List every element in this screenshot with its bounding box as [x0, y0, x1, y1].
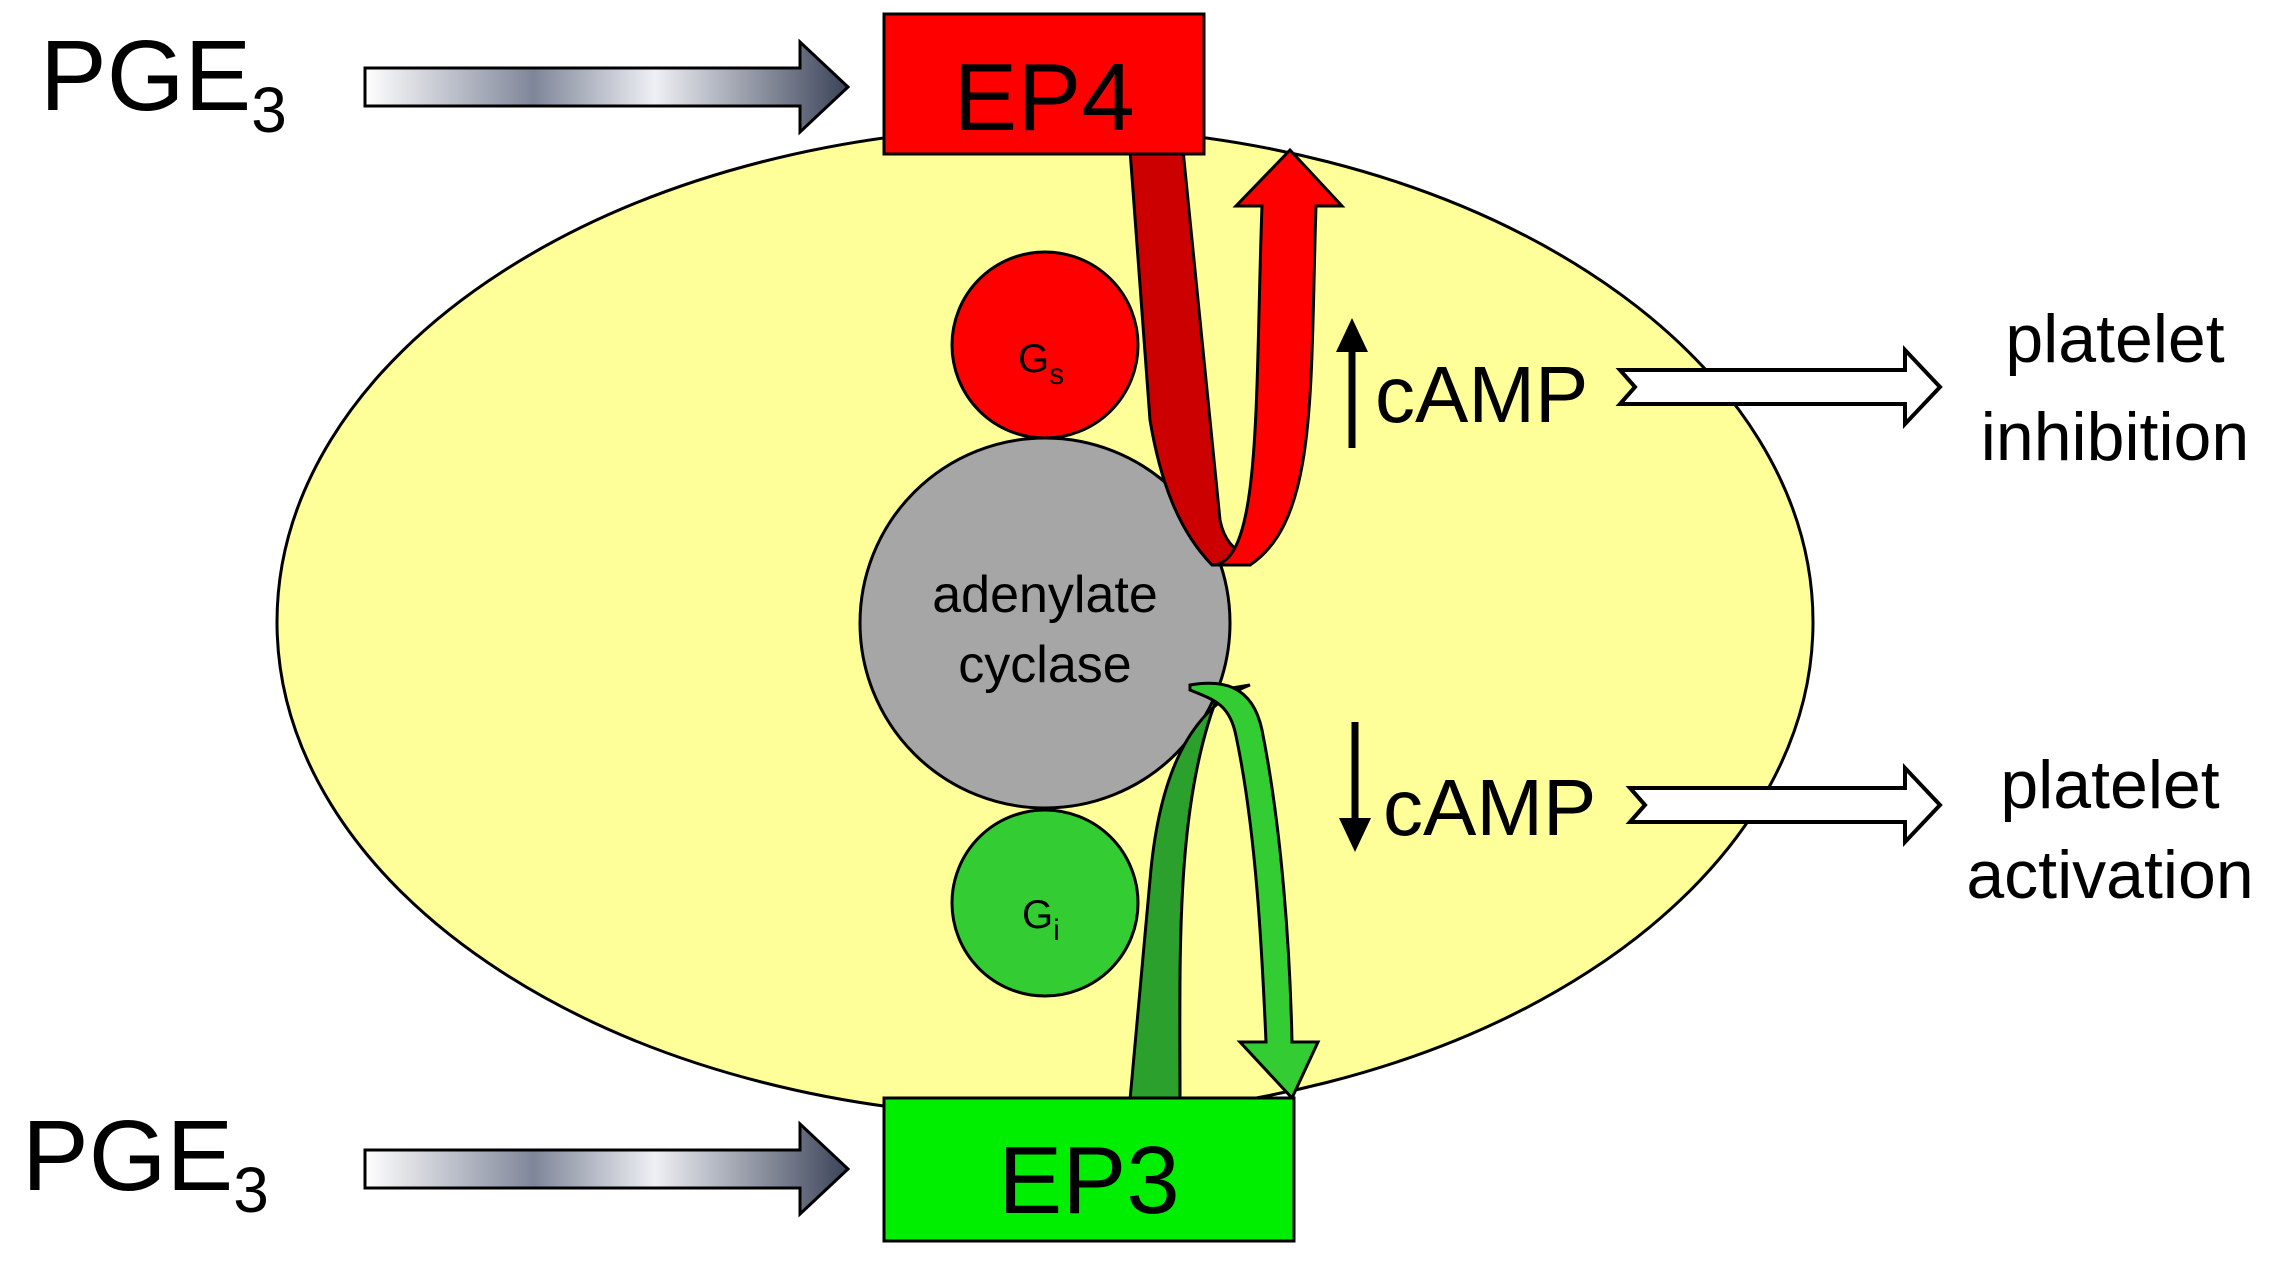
ligand-top-label: PGE3	[40, 20, 287, 146]
adenylate-cyclase	[858, 436, 1232, 810]
ligand-top-base: PGE	[40, 20, 251, 132]
gs-base: G	[1018, 337, 1049, 381]
ep4-receptor	[882, 12, 1206, 156]
ep3-signal-ribbon-back	[1128, 683, 1251, 1102]
activation-arrow	[1625, 762, 1943, 848]
ligand-bottom-label: PGE3	[22, 1100, 269, 1226]
outcome-bottom-line1: platelet	[2000, 747, 2219, 823]
gi-label: Gi	[1022, 893, 1060, 947]
ligand-top-subscript: 3	[251, 74, 287, 146]
ep4-label: EP4	[953, 44, 1134, 151]
ligand-bottom-subscript: 3	[233, 1154, 269, 1226]
up-arrow-icon	[1336, 318, 1368, 448]
gi-subscript: i	[1053, 914, 1060, 947]
ligand-bottom-base: PGE	[22, 1100, 233, 1212]
outcome-bottom-line2: activation	[1966, 837, 2253, 913]
camp-down-label: cAMP	[1383, 763, 1596, 852]
ligand-arrow-bottom	[363, 1120, 851, 1218]
ligand-arrow-top	[363, 38, 851, 136]
camp-up-label: cAMP	[1375, 350, 1588, 439]
outcome-top-line1: platelet	[2005, 301, 2224, 377]
ep3-receptor	[882, 1096, 1296, 1243]
ep4-signal-ribbon-front	[1211, 147, 1346, 567]
inhibition-arrow	[1615, 344, 1943, 430]
gs-subscript: s	[1049, 358, 1064, 391]
gi-protein	[950, 808, 1140, 998]
down-arrow-icon	[1339, 722, 1371, 852]
ep3-label: EP3	[998, 1127, 1179, 1234]
outcome-top-line2: inhibition	[1981, 399, 2249, 475]
ep3-signal-ribbon-front	[1188, 681, 1321, 1101]
adenylate-cyclase-line1: adenylate	[932, 566, 1158, 624]
adenylate-cyclase-line2: cyclase	[958, 636, 1131, 694]
gi-base: G	[1022, 893, 1053, 937]
gs-label: Gs	[1018, 337, 1064, 391]
